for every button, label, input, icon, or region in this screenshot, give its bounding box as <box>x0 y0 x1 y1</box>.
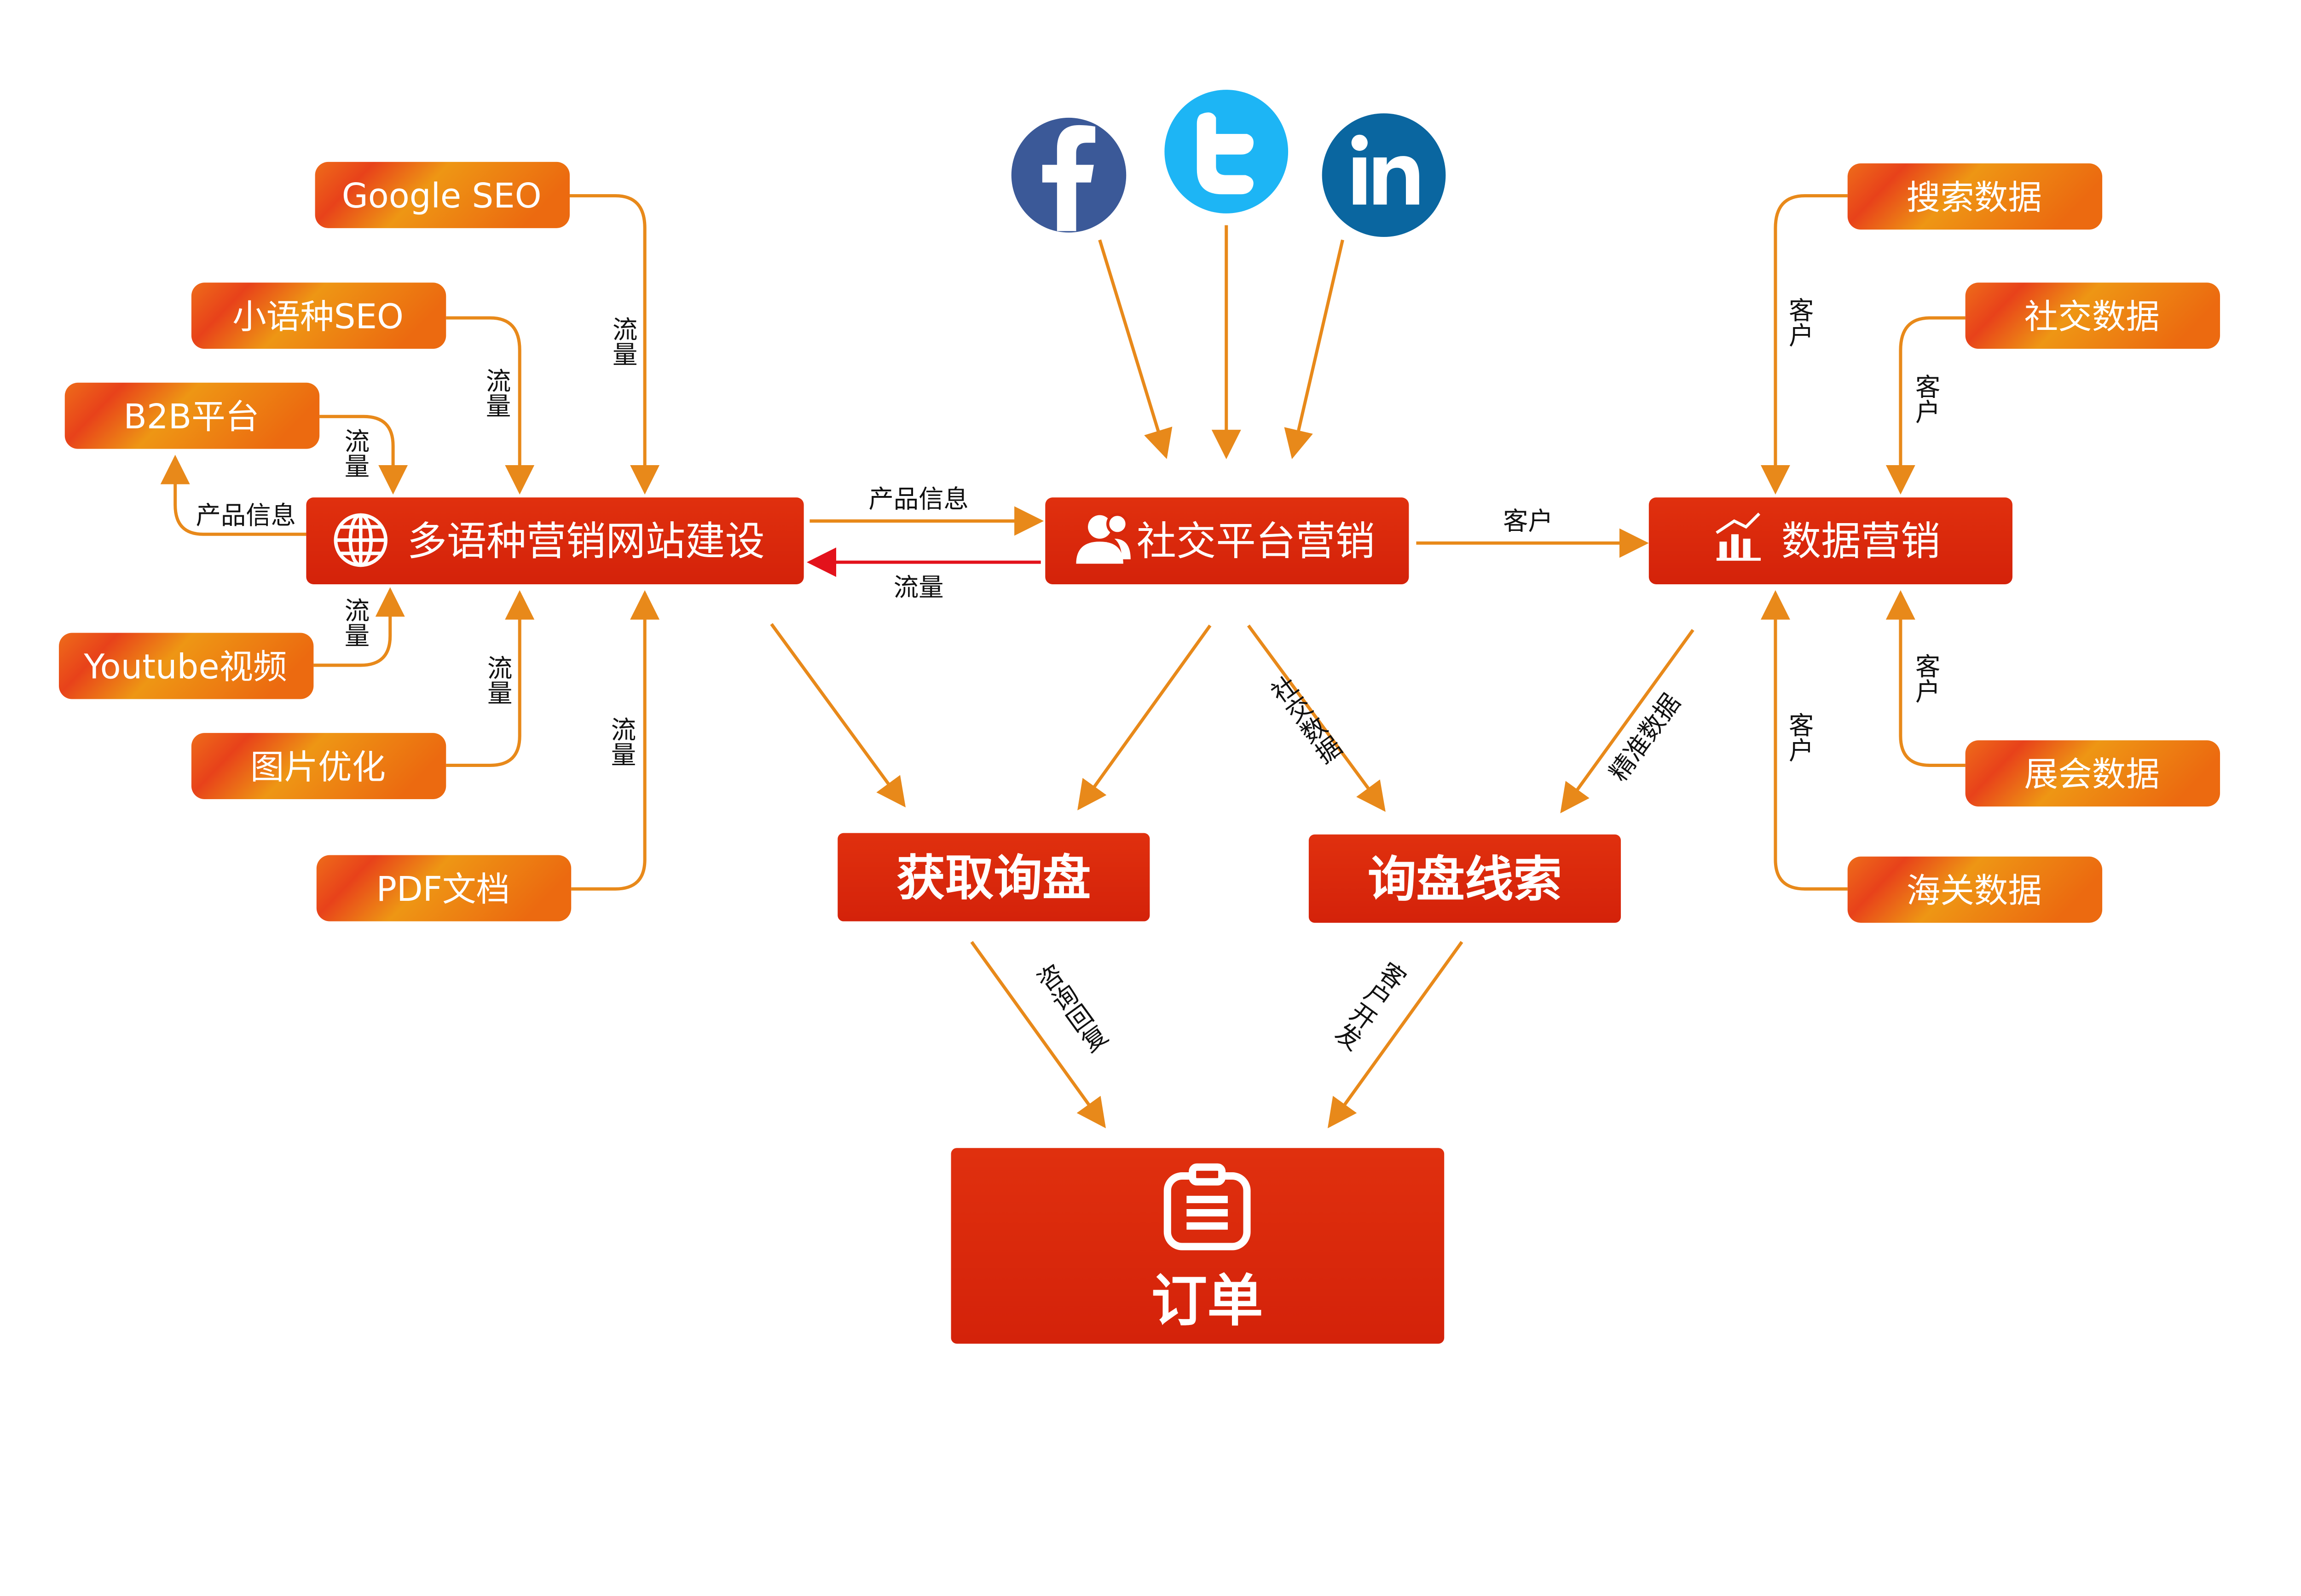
globe-icon <box>334 513 387 567</box>
connector-leads-to-order <box>1327 941 1463 1129</box>
facebook-icon[interactable] <box>1011 117 1127 233</box>
edge-label-customer: 客户 <box>1785 712 1814 762</box>
svg-text:获取询盘: 获取询盘 <box>896 850 1091 906</box>
connector-search-data <box>1760 194 1848 495</box>
svg-text:社交平台营销: 社交平台营销 <box>1137 519 1375 565</box>
hub-website[interactable]: 多语种营销网站建设 <box>306 497 804 584</box>
source-youtube-video[interactable]: Youtube视频 <box>58 633 314 699</box>
linkedin-icon[interactable] <box>1322 113 1446 237</box>
outcome-leads[interactable]: 询盘线索 <box>1308 834 1621 923</box>
svg-text:社交数据: 社交数据 <box>2024 297 2160 336</box>
edge-label-product-info: 产品信息 <box>868 485 969 514</box>
bar-chart-icon <box>1716 513 1761 561</box>
connector-exhibition-data <box>1885 590 1966 767</box>
svg-text:B2B平台: B2B平台 <box>123 398 259 437</box>
marketing-flow-diagram: 流量 流量 流量 产品信息 流量 流量 流量 产品信息 流量 客户 社交数据 精… <box>58 90 2220 1344</box>
source-google-seo[interactable]: Google SEO <box>315 161 570 228</box>
svg-text:展会数据: 展会数据 <box>2024 755 2160 794</box>
source-customs-data[interactable]: 海关数据 <box>1847 856 2103 923</box>
connector-facebook <box>1098 239 1173 459</box>
source-image-optimization[interactable]: 图片优化 <box>191 733 446 800</box>
outcome-order[interactable]: 订单 <box>951 1148 1445 1344</box>
edge-label-traffic: 流量 <box>483 655 512 705</box>
connector-minor-language-seo <box>446 316 535 495</box>
edge-label-social-data: 社交数据 <box>1263 671 1346 769</box>
connector-data-to-leads <box>1560 629 1694 813</box>
edge-label-customer: 客户 <box>1911 653 1940 703</box>
connector-linkedin <box>1284 239 1344 459</box>
users-icon <box>1076 513 1131 564</box>
connector-customs-data <box>1760 590 1848 891</box>
connector-pdf <box>571 590 660 891</box>
edge-label-product-info: 产品信息 <box>196 501 296 530</box>
svg-text:询盘线索: 询盘线索 <box>1368 851 1562 908</box>
svg-text:海关数据: 海关数据 <box>1907 871 2042 910</box>
connector-social-to-inquiry <box>1077 624 1212 811</box>
twitter-icon[interactable] <box>1164 90 1289 213</box>
connector-youtube <box>313 587 405 667</box>
connector-product-info-to-b2b <box>160 455 306 536</box>
clipboard-icon <box>1163 1163 1251 1250</box>
edge-label-consult-reply: 咨询回复 <box>1029 960 1111 1058</box>
connector-website-to-inquiry <box>770 623 906 807</box>
connector-social-data <box>1885 316 1966 495</box>
source-b2b-platform[interactable]: B2B平台 <box>64 382 320 449</box>
edge-label-customer-dev: 客户开发 <box>1328 956 1411 1054</box>
connector-b2b <box>319 415 408 495</box>
svg-text:Youtube视频: Youtube视频 <box>83 648 287 687</box>
edge-label-customer: 客户 <box>1911 374 1940 424</box>
svg-text:多语种营销网站建设: 多语种营销网站建设 <box>407 519 765 565</box>
edge-label-traffic: 流量 <box>482 368 511 418</box>
connector-image-optimization <box>446 590 535 767</box>
source-minor-language-seo[interactable]: 小语种SEO <box>191 282 446 349</box>
source-search-data[interactable]: 搜索数据 <box>1847 163 2103 230</box>
edge-label-customer: 客户 <box>1785 297 1814 347</box>
svg-text:图片优化: 图片优化 <box>250 748 386 787</box>
edge-label-traffic: 流量 <box>340 598 369 648</box>
hub-social-marketing[interactable]: 社交平台营销 <box>1045 497 1409 584</box>
edge-label-traffic: 流量 <box>607 717 636 767</box>
hub-data-marketing[interactable]: 数据营销 <box>1648 497 2012 584</box>
connector-google-seo <box>570 194 660 495</box>
source-exhibition-data[interactable]: 展会数据 <box>1965 740 2220 807</box>
outcome-inquiry[interactable]: 获取询盘 <box>838 833 1150 922</box>
connector-social-to-leads <box>1247 624 1386 812</box>
svg-text:PDF文档: PDF文档 <box>376 870 510 909</box>
edge-label-traffic: 流量 <box>894 573 944 602</box>
edge-label-traffic: 流量 <box>340 428 369 478</box>
connector-inquiry-to-order <box>970 941 1106 1129</box>
svg-text:订单: 订单 <box>1151 1268 1263 1333</box>
svg-text:数据营销: 数据营销 <box>1781 519 1940 565</box>
svg-text:搜索数据: 搜索数据 <box>1907 178 2042 217</box>
edge-label-traffic: 流量 <box>608 317 637 367</box>
svg-text:小语种SEO: 小语种SEO <box>232 297 404 336</box>
edge-label-customer: 客户 <box>1503 507 1553 536</box>
source-social-data[interactable]: 社交数据 <box>1965 282 2220 349</box>
source-pdf-document[interactable]: PDF文档 <box>316 855 572 922</box>
svg-text:Google SEO: Google SEO <box>342 177 542 216</box>
